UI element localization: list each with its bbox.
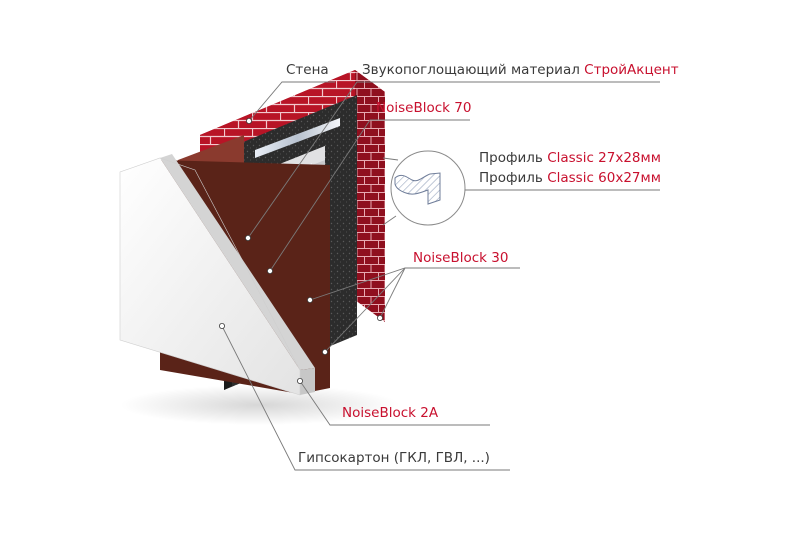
drywall-board (119, 154, 315, 396)
label-profile2-model: Classic 60x27мм (547, 170, 661, 186)
label-profile1-prefix: Профиль (479, 150, 547, 166)
leader-lines (221, 81, 660, 471)
label-profile1-model: Classic 27x28мм (547, 150, 661, 166)
ground-shadow (120, 385, 400, 425)
marker-dots (218, 118, 383, 384)
label-profile2-prefix: Профиль (479, 170, 547, 186)
label-noiseblock2a: NoiseBlock 2A (342, 405, 439, 421)
label-profile-27x28: Профиль Classic 27x28мм (479, 150, 661, 166)
label-noiseblock30: NoiseBlock 30 (413, 250, 508, 266)
label-sound-absorbing-prefix: Звукопоглощающий материал (362, 62, 584, 78)
label-drywall: Гипсокартон (ГКЛ, ГВЛ, ...) (298, 450, 490, 466)
label-noiseblock70: NoiseBlock 70 (376, 100, 471, 116)
profile-zoom-callout (382, 150, 466, 226)
label-sound-absorbing-brand: СтройАкцент (584, 62, 679, 78)
label-profile-60x27: Профиль Classic 60x27мм (479, 170, 661, 186)
label-sound-absorbing: Звукопоглощающий материал СтройАкцент (362, 62, 679, 78)
label-wall: Стена (286, 62, 329, 78)
